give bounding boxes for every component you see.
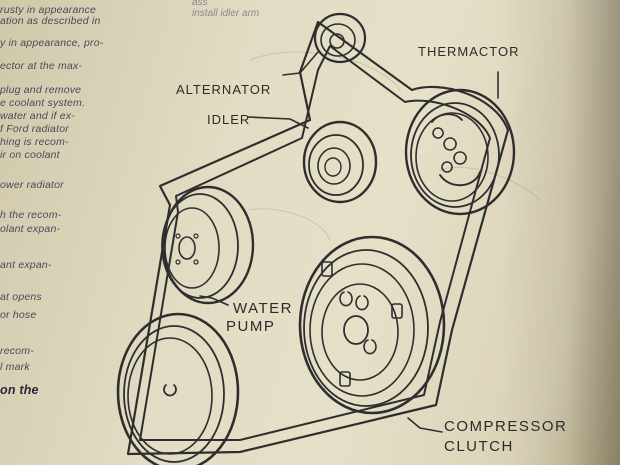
- belt-inner: [139, 45, 491, 441]
- water-pump-leader: [199, 295, 229, 306]
- text-line: plug and remove: [0, 84, 82, 96]
- text-line: l mark: [0, 361, 30, 373]
- label-alternator: ALTERNATOR: [176, 82, 272, 97]
- top-text-cut: install idler arm: [192, 8, 260, 19]
- idler-leader: [247, 116, 309, 129]
- crankshaft-pulley: [116, 312, 240, 465]
- thermactor-pulley: [404, 88, 516, 216]
- compressor-leader: [407, 417, 443, 433]
- text-line: water and if ex-: [0, 110, 75, 122]
- belt-outer: [126, 20, 510, 456]
- label-water: WATER: [233, 300, 293, 317]
- idler-pulley: [302, 120, 378, 204]
- label-thermactor: THERMACTOR: [418, 44, 520, 59]
- text-line: ower radiator: [0, 179, 64, 191]
- text-line: rusty in appearance: [0, 4, 97, 16]
- text-line-bold: on the: [0, 383, 39, 397]
- text-line: ation as described in: [0, 15, 101, 27]
- top-text-cut: ass: [192, 0, 208, 8]
- text-line: olant expan-: [0, 223, 61, 235]
- text-line: ant expan-: [0, 259, 52, 271]
- label-clutch: CLUTCH: [444, 438, 514, 455]
- water-pump-pulley: [161, 185, 255, 305]
- text-line: ector at the max-: [0, 60, 83, 72]
- alternator-leader: [282, 51, 319, 76]
- book-spine-shadow: [500, 0, 620, 465]
- alternator-pulley: [313, 12, 367, 64]
- text-line: hing is recom-: [0, 136, 69, 148]
- text-line: or hose: [0, 309, 37, 321]
- label-idler: IDLER: [207, 112, 251, 127]
- page-bleed-through: [249, 51, 541, 241]
- label-compressor: COMPRESSOR: [444, 418, 567, 435]
- text-line: h the recom-: [0, 209, 62, 221]
- text-line: e coolant system.: [0, 97, 86, 109]
- text-line: ir on coolant: [0, 149, 60, 161]
- compressor-clutch-pulley: [298, 235, 446, 415]
- text-line: recom-: [0, 345, 34, 357]
- text-line: f Ford radiator: [0, 123, 69, 135]
- text-line: y in appearance, pro-: [0, 37, 104, 49]
- left-text-column: rusty in appearance ation as described i…: [0, 0, 170, 465]
- label-pump: PUMP: [226, 318, 276, 335]
- text-line: at opens: [0, 291, 42, 303]
